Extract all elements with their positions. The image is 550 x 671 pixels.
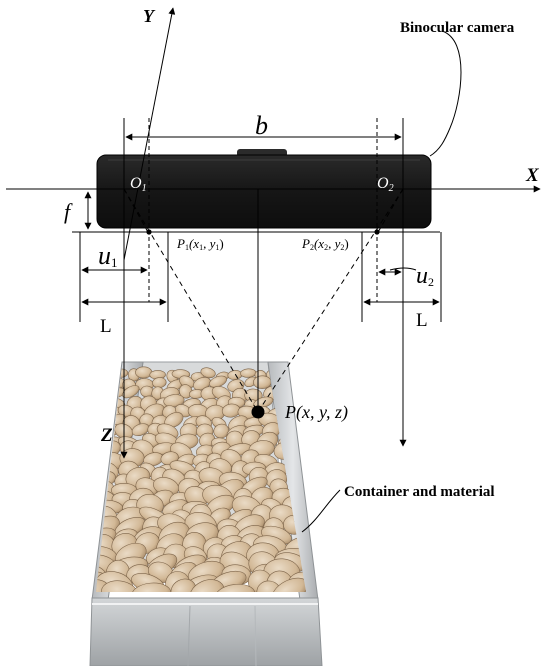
point-p2: [374, 229, 380, 235]
potato: [131, 582, 172, 592]
potato: [179, 384, 193, 399]
potato: [189, 579, 225, 592]
container-label: Container and material: [344, 484, 495, 500]
p1-label: P1(x1, y1): [176, 236, 224, 252]
right-dimensions: u2 L: [361, 232, 442, 331]
focal-label: f: [64, 199, 73, 224]
point-p-label: P(x, y, z): [284, 402, 348, 423]
L-left-label: L: [100, 316, 112, 337]
camera-body: [96, 154, 432, 229]
potato: [122, 385, 140, 399]
potato: [170, 578, 197, 592]
u2-label: u2: [416, 263, 434, 289]
x-axis-label: X: [525, 165, 540, 186]
potato: [101, 580, 139, 592]
u1-label: u1: [98, 241, 118, 270]
potato: [272, 577, 306, 592]
focal-dimension: f: [64, 188, 96, 230]
potato: [215, 583, 256, 592]
text-labels: Y X Z O1 O2 P1(x1, y1) P2(x2, y2) P(x, y…: [100, 6, 540, 500]
potato: [253, 375, 272, 389]
projection-lines: [123, 118, 404, 413]
baseline-dimension: b: [125, 111, 402, 141]
potato: [213, 423, 230, 439]
y-axis-label: Y: [143, 6, 156, 26]
potato: [135, 366, 153, 379]
coordinate-axes: [6, 7, 541, 459]
point-p: [251, 405, 265, 419]
origin-right-label: O2: [377, 175, 394, 194]
point-p1: [146, 229, 152, 235]
z-axis-label: Z: [100, 425, 113, 446]
p2-label: P2(x2, y2): [301, 236, 349, 252]
potato: [140, 385, 154, 398]
potato: [163, 394, 185, 408]
container-front-panel: [89, 597, 323, 667]
camera-leader-line: [429, 30, 462, 157]
container-leader-line: [301, 489, 341, 533]
left-dimensions: u1 L: [79, 232, 169, 337]
camera-label: Binocular camera: [400, 20, 515, 36]
potato: [256, 580, 282, 592]
baseline-label: b: [255, 111, 268, 140]
L-right-label: L: [416, 310, 428, 331]
origin-left-label: O1: [130, 175, 147, 194]
ray-left: [123, 188, 259, 413]
binocular-camera: [96, 149, 432, 229]
